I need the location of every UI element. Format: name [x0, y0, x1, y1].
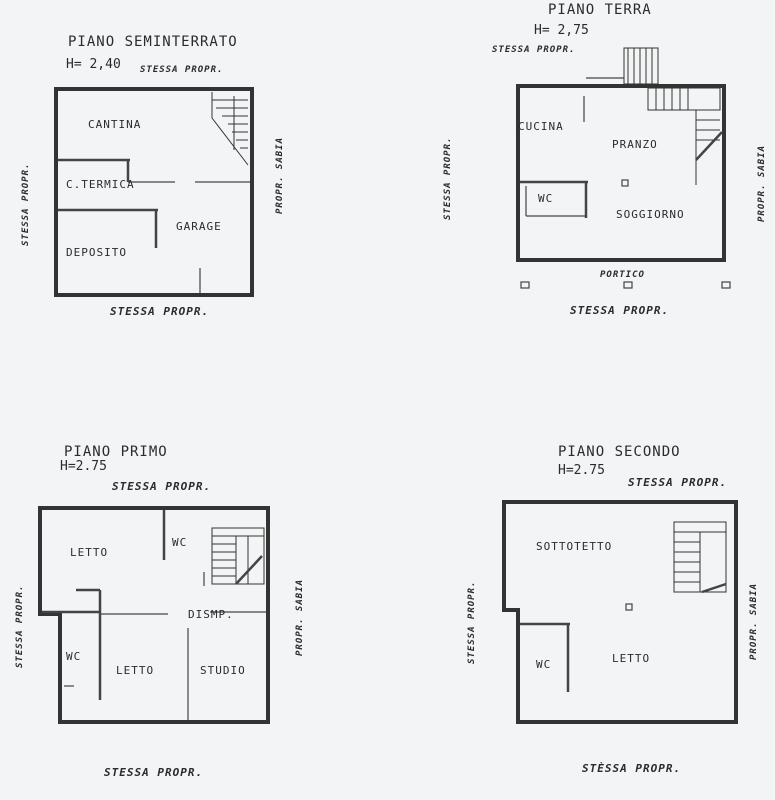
room-label: STUDIO: [200, 664, 246, 677]
floor-title: PIANO TERRA: [548, 2, 652, 18]
plan-primo: PIANO PRIMO H=2.75 STESSA PROPR. LETTO: [15, 444, 305, 779]
room-label: WC: [66, 650, 81, 663]
floor-height: H=2.75: [558, 463, 605, 478]
staircase: [211, 92, 249, 166]
neighbor-left: STESSA PROPR.: [21, 163, 31, 246]
staircase: [647, 87, 723, 185]
floor-height: H= 2,75: [534, 23, 589, 38]
neighbor-top: STESSA PROPR.: [112, 480, 211, 493]
room-label: PRANZO: [612, 138, 658, 151]
neighbor-bottom: STESSA PROPR.: [110, 305, 209, 318]
room-label: LETTO: [116, 664, 154, 677]
room-label: CUCINA: [518, 120, 564, 133]
floor-title: PIANO PRIMO: [64, 444, 168, 460]
room-label: WC: [536, 658, 551, 671]
neighbor-right: PROPR. SABIA: [757, 145, 767, 222]
neighbor-left: STESSA PROPR.: [15, 585, 25, 668]
outer-wall: [54, 87, 254, 297]
neighbor-right: PROPR. SABIA: [295, 579, 305, 656]
room-label: WC: [538, 192, 553, 205]
floor-height: H= 2,40: [66, 57, 121, 72]
room-label: SOTTOTETTO: [536, 540, 612, 553]
room-label: CANTINA: [88, 118, 141, 131]
neighbor-bottom: STESSA PROPR.: [570, 304, 669, 317]
staircase-outer: [586, 47, 659, 85]
floor-height: H=2.75: [60, 459, 107, 474]
floor-title: PIANO SECONDO: [558, 444, 681, 460]
outer-wall: [516, 84, 726, 262]
outer-wall: [38, 506, 270, 724]
outer-wall: [502, 500, 738, 724]
portico-pillars: [520, 281, 731, 289]
neighbor-bottom: STESSA PROPR.: [104, 766, 203, 779]
room-label: DISMP.: [188, 608, 234, 621]
plan-secondo: PIANO SECONDO H=2.75 STESSA PROPR. SOTTO…: [467, 444, 759, 775]
neighbor-bottom: STÈSSA PROPR.: [582, 761, 681, 775]
room-label: LETTO: [612, 652, 650, 665]
room-label: WC: [172, 536, 187, 549]
floor-title: PIANO SEMINTERRATO: [68, 34, 238, 50]
room-label: C.TERMICA: [66, 178, 135, 191]
neighbor-left: STESSA PROPR.: [467, 581, 477, 664]
neighbor-right: PROPR. SABIA: [749, 583, 759, 660]
plan-seminterrato: PIANO SEMINTERRATO H= 2,40 STESSA PROPR.…: [21, 34, 285, 318]
neighbor-top: STESSA PROPR.: [492, 45, 575, 55]
staircase: [673, 521, 727, 594]
neighbor-top: STESSA PROPR.: [628, 476, 727, 489]
pillar: [625, 603, 633, 611]
staircase: [211, 527, 265, 585]
room-label: DEPOSITO: [66, 246, 127, 259]
neighbor-left: STESSA PROPR.: [443, 137, 453, 220]
pillar: [621, 179, 629, 187]
room-label: GARAGE: [176, 220, 222, 233]
room-label: LETTO: [70, 546, 108, 559]
room-label: PORTICO: [600, 270, 645, 280]
neighbor-right: PROPR. SABIA: [275, 137, 285, 214]
plan-terra: PIANO TERRA H= 2,75 STESSA PROPR.: [443, 2, 767, 317]
room-label: SOGGIORNO: [616, 208, 685, 221]
neighbor-top: STESSA PROPR.: [140, 65, 223, 75]
